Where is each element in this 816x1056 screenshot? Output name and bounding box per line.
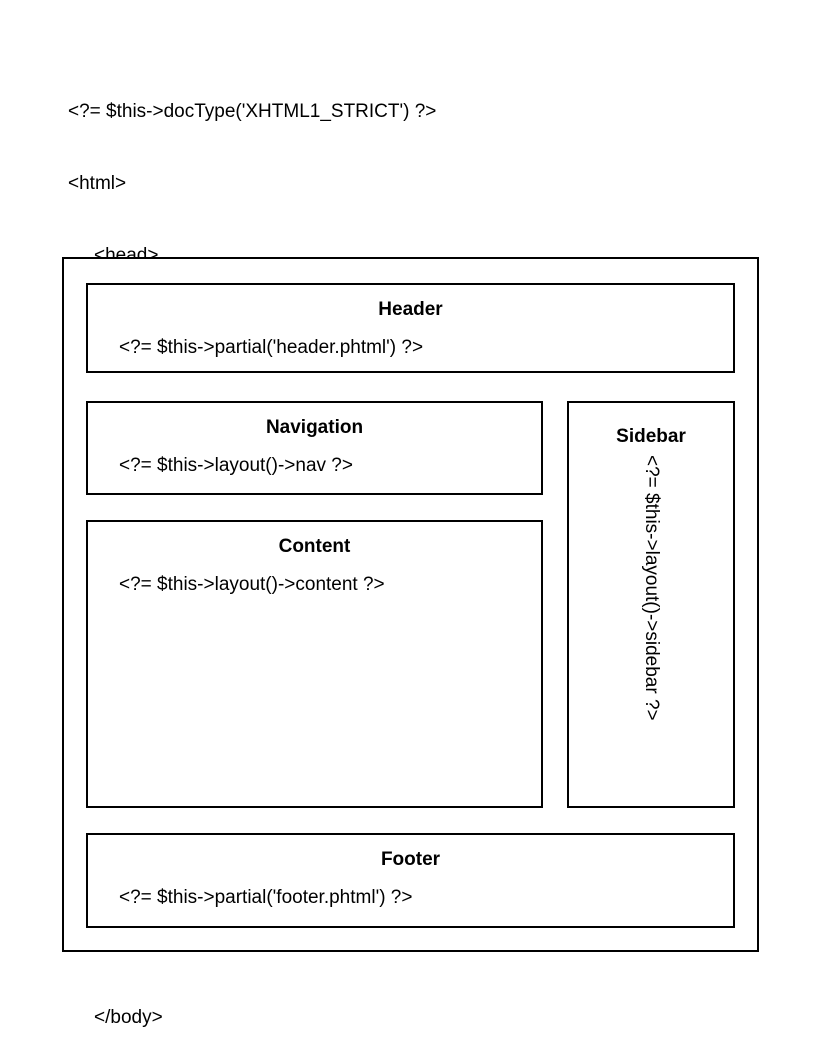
sidebar-box: Sidebar <?= $this->layout()->sidebar ?> bbox=[567, 401, 735, 808]
navigation-box: Navigation <?= $this->layout()->nav ?> bbox=[86, 401, 543, 495]
code-line-body-close: </body> bbox=[94, 1007, 163, 1028]
code-block-bottom: </body> </html> bbox=[68, 958, 163, 1056]
sidebar-box-title: Sidebar bbox=[616, 426, 686, 447]
header-box: Header <?= $this->partial('header.phtml'… bbox=[86, 283, 735, 373]
sidebar-box-code-vertical: <?= $this->layout()->sidebar ?> bbox=[641, 455, 662, 721]
footer-box-title: Footer bbox=[380, 849, 441, 870]
navigation-box-title: Navigation bbox=[265, 417, 364, 438]
content-box-code: <?= $this->layout()->content ?> bbox=[119, 574, 385, 595]
footer-box-code: <?= $this->partial('footer.phtml') ?> bbox=[119, 887, 413, 908]
content-box-title: Content bbox=[278, 536, 351, 557]
code-line-doctype: <?= $this->docType('XHTML1_STRICT') ?> bbox=[68, 101, 437, 122]
header-box-code: <?= $this->partial('header.phtml') ?> bbox=[119, 337, 424, 358]
navigation-box-code: <?= $this->layout()->nav ?> bbox=[119, 455, 353, 476]
header-box-title: Header bbox=[378, 299, 443, 320]
body-outline-box: Header <?= $this->partial('header.phtml'… bbox=[62, 257, 759, 952]
footer-box: Footer <?= $this->partial('footer.phtml'… bbox=[86, 833, 735, 928]
code-line-html-open: <html> bbox=[68, 173, 127, 194]
content-box: Content <?= $this->layout()->content ?> bbox=[86, 520, 543, 808]
